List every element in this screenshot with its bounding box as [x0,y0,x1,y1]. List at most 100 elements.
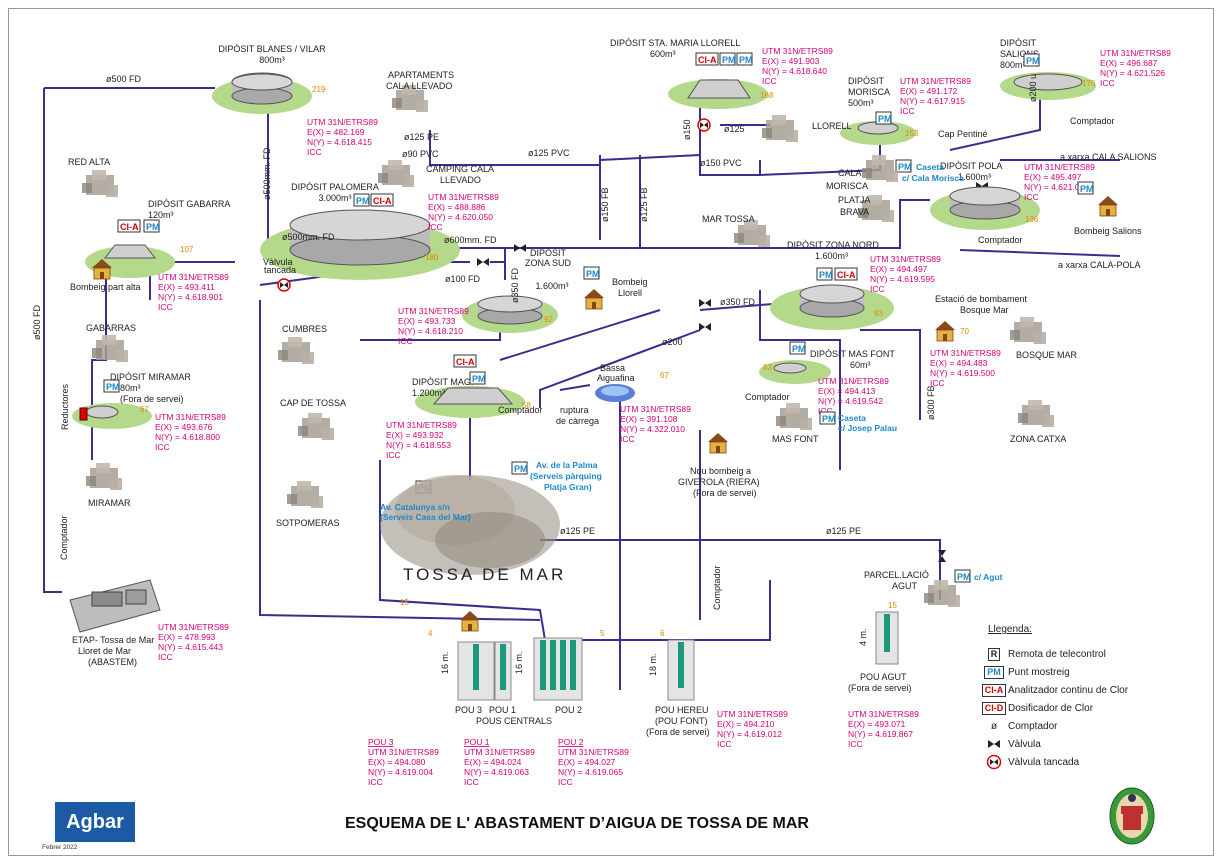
utm-e: E(X) = 494.024 [464,757,522,767]
well-label: POU 3 [455,705,482,715]
deposit-name: DIPÒSIT BLANES / VILAR [218,44,326,54]
town-icon [862,155,898,182]
well-depth: 4 m. [858,628,868,646]
utm-n: N(Y) = 4.621.526 [1100,68,1165,78]
pm-badge: PM [143,219,160,233]
deposit-miramar: DIPÒSIT MIRAMAR 80m³ (Fora de servei) 67… [60,372,226,452]
legend-item: Vàlvula [980,735,1188,753]
utm-src: ICC [1024,192,1039,202]
pipe-labels: ø500 FD ø500mm. FD ø500mm. FD ø600mm. FD… [32,74,1038,536]
utm-label: UTM 31N/ETRS89 [900,76,971,86]
place-label: Caseta [916,162,944,172]
pm-badge: PM [895,159,912,173]
utm-n: N(Y) = 4.619.063 [464,767,529,777]
utm-e: E(X) = 478.993 [158,632,216,642]
place-label: CUMBRES [282,324,327,334]
deposit-name: DIPÒSIT PALOMERA [291,182,379,192]
utm-e: E(X) = 494.497 [870,264,928,274]
utm-n: N(Y) = 4.620.050 [428,212,493,222]
utm-e: E(X) = 496.687 [1100,58,1158,68]
well-label: POU AGUT [860,672,907,682]
place-label: MORISCA [826,181,868,191]
elevation-label: 67 [660,371,669,380]
utm-src: ICC [900,106,915,116]
deposit-mas-font: DIPÒSIT MAS FONT 60m³ 83 UTM 31N/ETRS89 … [759,349,895,416]
utm-label: UTM 31N/ETRS89 [464,747,535,757]
legend-label: Analitzador continu de Clor [1008,684,1129,696]
utm-src: ICC [155,442,170,452]
town-icon [924,580,960,607]
svg-text:CI-A: CI-A [120,222,139,232]
pm-badge: PM [875,111,892,125]
svg-text:PM: PM [722,55,736,65]
utm-e: E(X) = 491.903 [762,56,820,66]
place-label: RED ALTA [68,157,110,167]
utm-label: UTM 31N/ETRS89 [848,709,919,719]
place-label: CALA LLEVADO [386,81,452,91]
valve-icon [514,244,526,252]
well-group-label: POUS CENTRALS [476,716,552,726]
svg-text:PM: PM [1080,184,1094,194]
utm-src: ICC [158,652,173,662]
town-icon [92,335,128,362]
pipe-label: ø100 FD [445,274,481,284]
deposit-blanes: DIPÒSIT BLANES / VILAR 800m³ 219 UTM 31N… [212,44,378,157]
pipe-label: ø125 FB [639,187,649,222]
elevation-label: 70 [960,327,969,336]
deposit-name-2: ZONA SUD [525,258,572,268]
pm-badge: PM [1077,181,1094,195]
deposit-name: DIPÒSIT [530,248,567,258]
cid-icon: CI-D [981,701,1007,715]
tossa-town-area [380,475,560,575]
utm-n: N(Y) = 4.615.443 [158,642,223,652]
utm-label: UTM 31N/ETRS89 [386,420,457,430]
place-label: Bombeig Salions [1074,226,1142,236]
deposit-name: DIPÒSIT POLA [940,161,1002,171]
deposit-name: DIPÒSIT MIRAMAR [110,372,191,382]
svg-text:CI-A: CI-A [373,196,392,206]
utm-label: UTM 31N/ETRS89 [368,747,439,757]
pm-badge: PM [816,267,833,281]
place-label: Av. Catalunya s/n [380,502,450,512]
pipe-label: ø125 PE [404,132,439,142]
pm-badge: PM [469,371,486,385]
valve-icon [938,550,946,562]
diagram-title: ESQUEMA DE L' ABASTAMENT D’AIGUA DE TOSS… [345,815,809,832]
town-icon [762,115,798,142]
house-icon [583,288,605,310]
well-label: POU 2 [555,705,582,715]
utm-label: UTM 31N/ETRS89 [398,306,469,316]
deposit-palomera: DIPÒSIT PALOMERA 3.000m³ 180 UTM 31N/ETR… [260,182,499,280]
legend-label: Punt mostreig [1008,666,1070,678]
place-label: BOSQUE MAR [1016,350,1078,360]
utm-src: ICC [717,739,732,749]
pipe-label: ø500 FD [32,304,42,340]
place-label: Platja Gran) [544,482,592,492]
reductores-label: Reductores [60,383,70,430]
utm-e: E(X) = 494.027 [558,757,616,767]
well-label: POU HEREU [655,705,709,715]
utm-e: E(X) = 493.411 [158,282,215,292]
utm-e: E(X) = 495.497 [1024,172,1082,182]
pipe-label: ø125 PVC [528,148,570,158]
place-label: a xarxa CALA-POLA [1058,260,1141,270]
elevation-label: 15 [888,601,897,610]
utm-n: N(Y) = 4.618.415 [307,137,372,147]
place-label: c/ Agut [974,572,1003,582]
utm-n: N(Y) = 4.618.901 [158,292,223,302]
legend-label: Vàlvula [1008,738,1041,750]
cia-badge: CI-A [695,52,719,66]
pipe-label: ø300 FB [926,385,936,420]
place-label: (Serveis pàrquing [530,471,602,481]
utm-e: E(X) = 493.932 [386,430,444,440]
deposit-capacity: 1.600m³ [815,251,848,261]
svg-text:PM: PM [472,374,486,384]
utm-label: UTM 31N/ETRS89 [870,254,941,264]
cia-icon: CI-A [981,683,1007,697]
utm-e: E(X) = 391.108 [620,414,678,424]
utm-label: UTM 31N/ETRS89 [620,404,691,414]
svg-text:PM: PM [1026,56,1040,66]
cia-badge: CI-A [370,193,394,207]
